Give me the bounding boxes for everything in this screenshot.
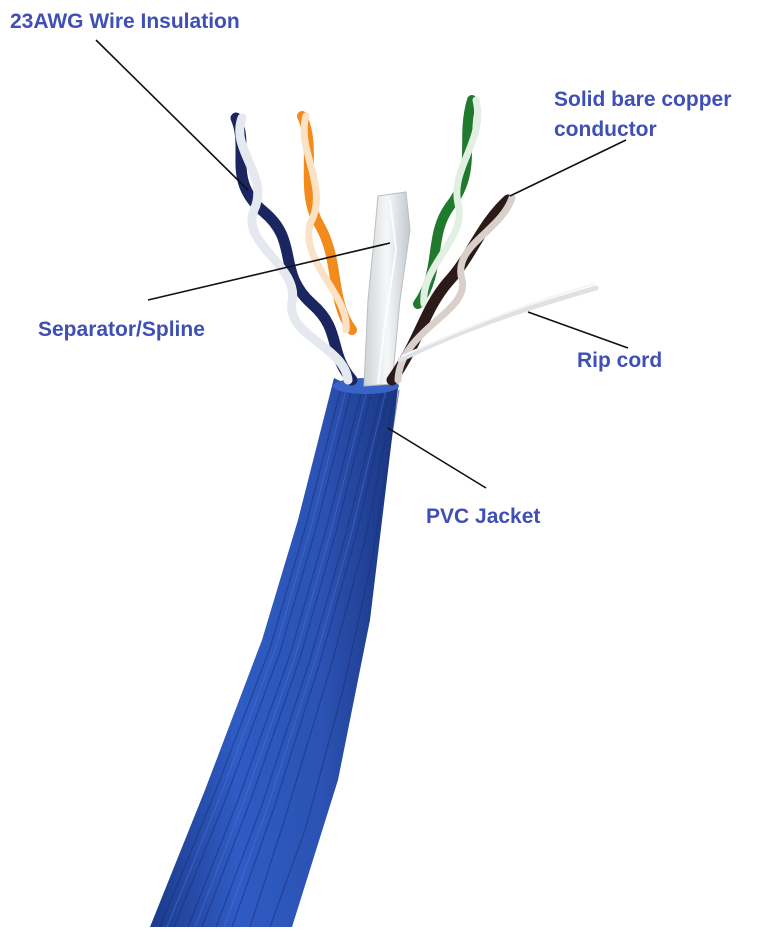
label-separator-spline: Separator/Spline [38,318,205,341]
leader-line-separator [147,242,391,301]
pvc-jacket-shape [150,378,400,928]
label-copper-line1: Solid bare copper [554,88,732,111]
leader-line-copper [509,139,627,197]
leader-line-insulation [95,39,249,191]
orange-white-pair [297,111,357,335]
leader-lines [95,39,629,489]
rip-cord-shape [397,283,599,363]
green-white-pair [413,95,482,309]
label-pvc-jacket: PVC Jacket [426,505,541,528]
label-copper-line2: conductor [554,118,657,141]
leader-line-rip-cord [527,311,629,349]
label-wire-insulation: 23AWG Wire Insulation [10,10,240,33]
brown-white-pair [386,194,516,386]
blue-white-pair [230,112,358,386]
label-rip-cord: Rip cord [577,349,663,372]
leader-line-pvc [387,427,487,489]
